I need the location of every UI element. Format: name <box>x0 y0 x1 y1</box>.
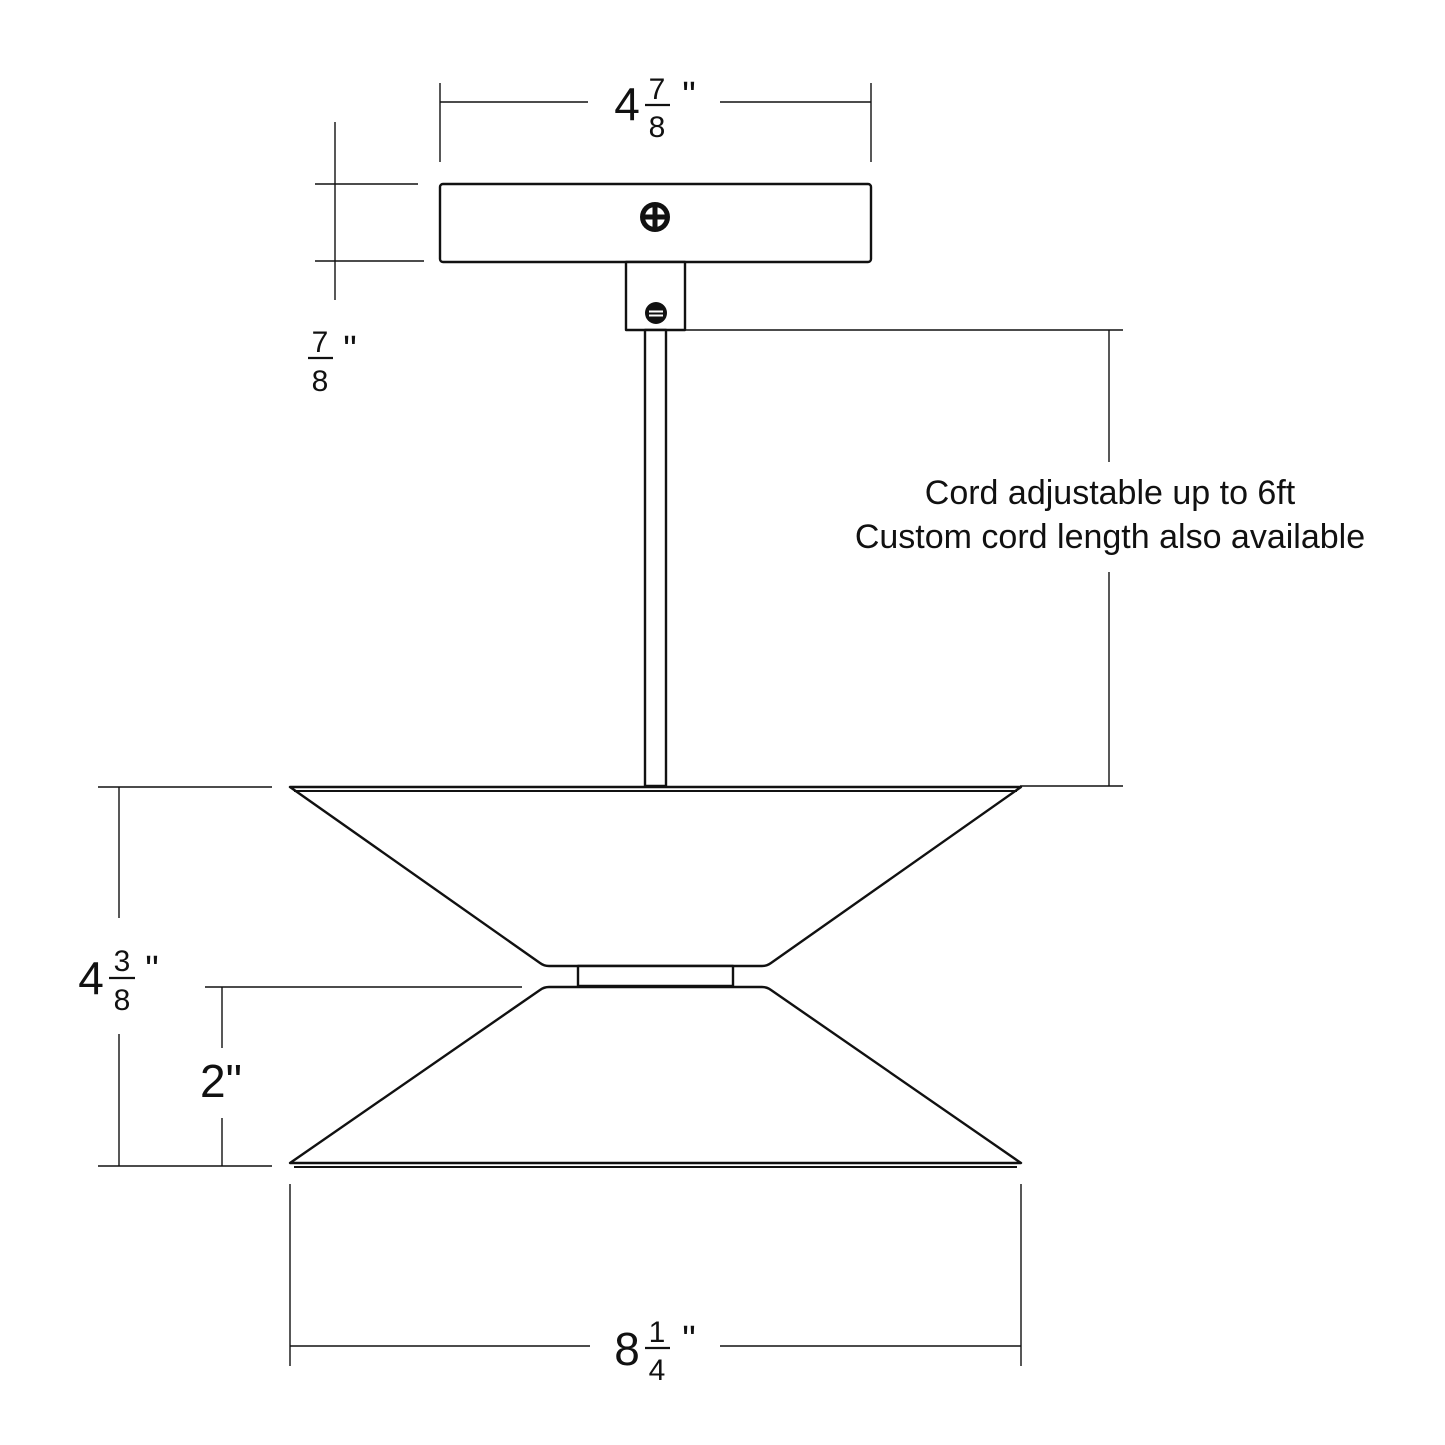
lower-shade <box>288 985 1023 1168</box>
lower-shade-height-label: 2" <box>200 1055 242 1107</box>
canopy-height-denominator: 8 <box>312 365 329 398</box>
cord-stem <box>643 328 668 788</box>
overall-height-dimension: 4 3 8 " <box>78 786 272 1167</box>
canopy-width-denominator: 8 <box>649 111 666 144</box>
shade-width-whole: 8 <box>614 1323 640 1375</box>
canopy-width-whole: 4 <box>614 78 640 130</box>
shade-width-numerator: 1 <box>649 1316 666 1349</box>
shade-connector <box>576 964 735 988</box>
set-screw-icon <box>645 302 667 324</box>
overall-height-whole: 4 <box>78 952 104 1004</box>
canopy-height-unit: " <box>343 329 357 371</box>
cord-grip <box>624 260 687 332</box>
canopy <box>438 182 873 264</box>
cord-note-line-2: Custom cord length also available <box>855 518 1365 556</box>
overall-height-unit: " <box>145 949 159 991</box>
lower-shade-height-dimension: 2" <box>200 986 522 1166</box>
shade-width-dimension: 8 1 4 " <box>289 1184 1022 1387</box>
shade-width-unit: " <box>682 1319 696 1361</box>
overall-height-numerator: 3 <box>114 945 131 978</box>
canopy-height-numerator: 7 <box>312 326 329 359</box>
upper-shade <box>288 785 1023 968</box>
canopy-height-dimension: 7 8 " <box>308 122 424 398</box>
canopy-width-dimension: 4 7 8 " <box>439 73 872 162</box>
canopy-screw-icon <box>640 202 670 232</box>
overall-height-denominator: 8 <box>114 984 131 1017</box>
cord-length-dimension: Cord adjustable up to 6ft Custom cord le… <box>686 329 1365 787</box>
shade-width-denominator: 4 <box>649 1354 666 1387</box>
canopy-width-unit: " <box>682 75 696 117</box>
canopy-width-numerator: 7 <box>649 73 666 106</box>
cord-note-line-1: Cord adjustable up to 6ft <box>925 474 1296 512</box>
